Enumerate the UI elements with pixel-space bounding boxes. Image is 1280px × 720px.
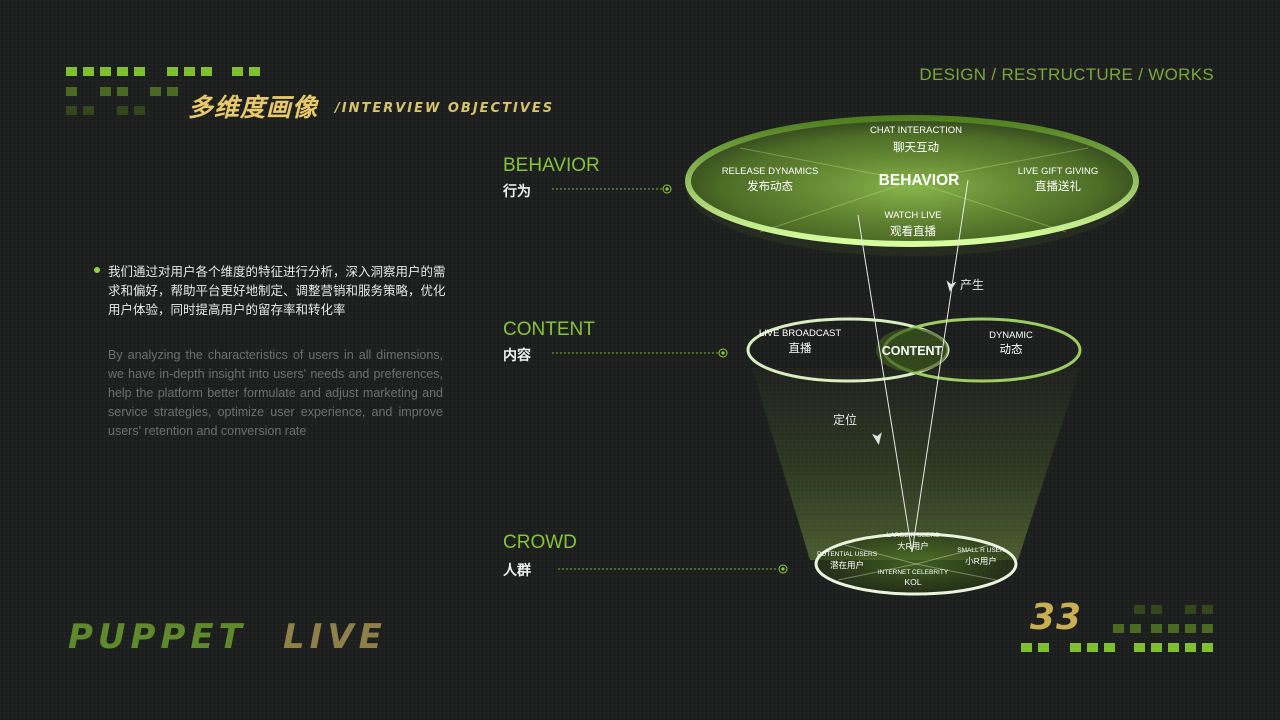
arrow-produce — [911, 179, 969, 553]
top-right-caption: DESIGN / RESTRUCTURE / WORKS — [919, 65, 1214, 84]
brand-puppet: PUPPET — [68, 617, 247, 657]
crowd-item-small-cn: 小R用户 — [965, 556, 997, 566]
description-en: By analyzing the characteristics of user… — [108, 348, 443, 438]
content-venn — [746, 317, 1082, 383]
leader-line-content — [552, 348, 728, 358]
crowd-item-potential-en: POTENTIAL USERS — [817, 551, 878, 558]
content-right-en: DYNAMIC — [989, 330, 1033, 341]
behavior-item-watch-en: WATCH LIVE — [884, 210, 941, 221]
level-content-cn: 内容 — [503, 348, 531, 364]
behavior-item-watch-cn: 观看直播 — [890, 224, 936, 238]
crowd-item-potential-cn: 潜在用户 — [830, 560, 864, 570]
description-cn: 我们通过对用户各个维度的特征进行分析，深入洞察用户的需求和偏好，帮助平台更好地制… — [108, 264, 446, 317]
level-crowd-en: CROWD — [503, 532, 577, 553]
behavior-item-chat-en: CHAT INTERACTION — [870, 125, 962, 136]
crowd-item-large-en: LARGE R USERS — [887, 532, 940, 539]
page-number: 33 — [1030, 597, 1083, 638]
crowd-item-kol-en: INTERNET CELEBRITY — [878, 569, 949, 576]
level-content-en: CONTENT — [503, 319, 595, 340]
crowd-item-kol-cn: KOL — [904, 577, 921, 587]
crowd-item-small-en: SMALL R USER — [957, 547, 1005, 554]
brand-live: LIVE — [283, 617, 387, 657]
page-title: 多维度画像 — [188, 93, 319, 122]
behavior-item-release-en: RELEASE DYNAMICS — [722, 166, 819, 177]
behavior-center-label: BEHAVIOR — [879, 172, 960, 189]
light-beam — [752, 368, 1080, 560]
content-right-cn: 动态 — [1000, 343, 1023, 356]
leader-line-crowd — [558, 564, 788, 574]
behavior-item-gift-en: LIVE GIFT GIVING — [1018, 166, 1099, 177]
behavior-item-release-cn: 发布动态 — [747, 179, 793, 193]
leader-line-behavior — [552, 184, 672, 194]
level-behavior-en: BEHAVIOR — [503, 155, 600, 176]
arrow-position-label: 定位 — [833, 412, 857, 427]
crowd-item-large-cn: 大R用户 — [897, 541, 929, 551]
level-crowd-cn: 人群 — [503, 563, 531, 579]
behavior-item-gift-cn: 直播送礼 — [1035, 179, 1081, 193]
bullet-dot-icon — [94, 267, 100, 273]
behavior-ellipse — [685, 115, 1139, 256]
content-center-label: CONTENT — [882, 344, 943, 358]
level-behavior-cn: 行为 — [503, 184, 531, 200]
page-subtitle: /INTERVIEW OBJECTIVES — [335, 101, 555, 116]
crowd-ellipse — [814, 532, 1018, 596]
behavior-item-chat-cn: 聊天互动 — [893, 140, 939, 154]
arrow-position — [857, 214, 913, 553]
arrow-produce-label: 产生 — [960, 278, 984, 292]
content-left-cn: 直播 — [789, 341, 812, 355]
content-left-en: LIVE BROADCAST — [759, 328, 842, 339]
